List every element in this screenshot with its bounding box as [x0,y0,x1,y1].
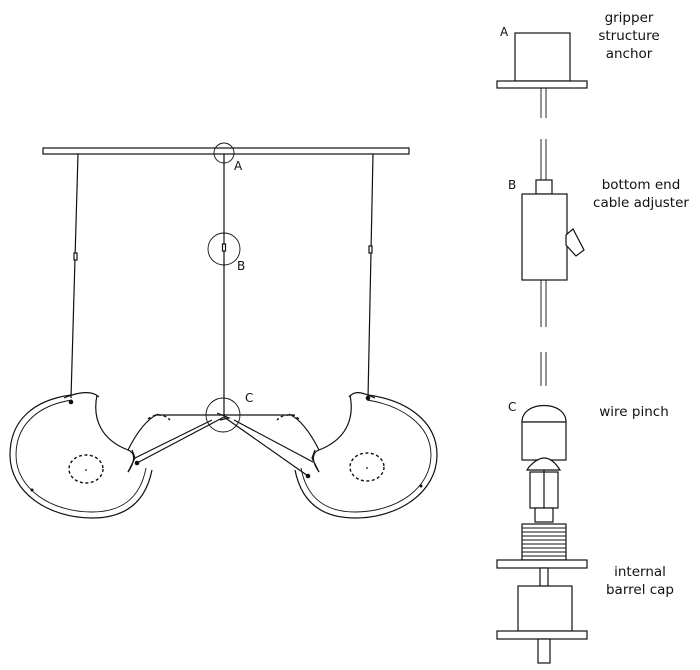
left-suspension-cable [70,153,79,399]
label-a: A [234,159,243,173]
right-jaw [276,392,438,519]
callout-cap: internal barrel cap [606,564,674,598]
center-cable-adjuster [221,243,227,252]
detail-circle-b [207,232,241,266]
detail-label-b: B [508,178,516,192]
gripper-assembly: A B C [9,142,438,519]
right-suspension-cable [367,153,374,399]
callout-anchor: gripper structure anchor [598,10,659,62]
detail-label-a: A [500,25,509,39]
center-linkage [134,412,314,477]
detail-adjuster: B [508,178,585,281]
detail-circle-a [213,142,235,164]
label-b: B [237,259,245,273]
detail-barrel-cap [496,585,588,664]
callout-adjuster: bottom end cable adjuster [593,177,689,211]
callout-pinch-line1: wire pinch [599,404,669,420]
detail-column: A B C [496,10,689,664]
barrel-threads [522,527,566,557]
detail-anchor: A [496,25,588,89]
left-jaw [9,392,171,519]
detail-label-c: C [508,400,516,414]
callout-anchor-line2: structure [598,28,659,44]
left-cable-crimp [73,252,78,261]
callout-adjuster-line1: bottom end [602,177,681,193]
callout-adjuster-line2: cable adjuster [593,195,689,211]
top-bar [42,147,410,155]
right-cable-crimp [368,245,373,254]
callout-cap-line1: internal [614,564,666,580]
callout-anchor-line3: anchor [606,46,653,62]
label-c: C [245,391,253,405]
detail-threaded-barrel [496,523,588,587]
callout-anchor-line1: gripper [605,10,654,26]
callout-cap-line2: barrel cap [606,582,674,598]
callout-pinch: wire pinch [599,404,669,420]
detail-wire-pinch: C [508,400,567,523]
